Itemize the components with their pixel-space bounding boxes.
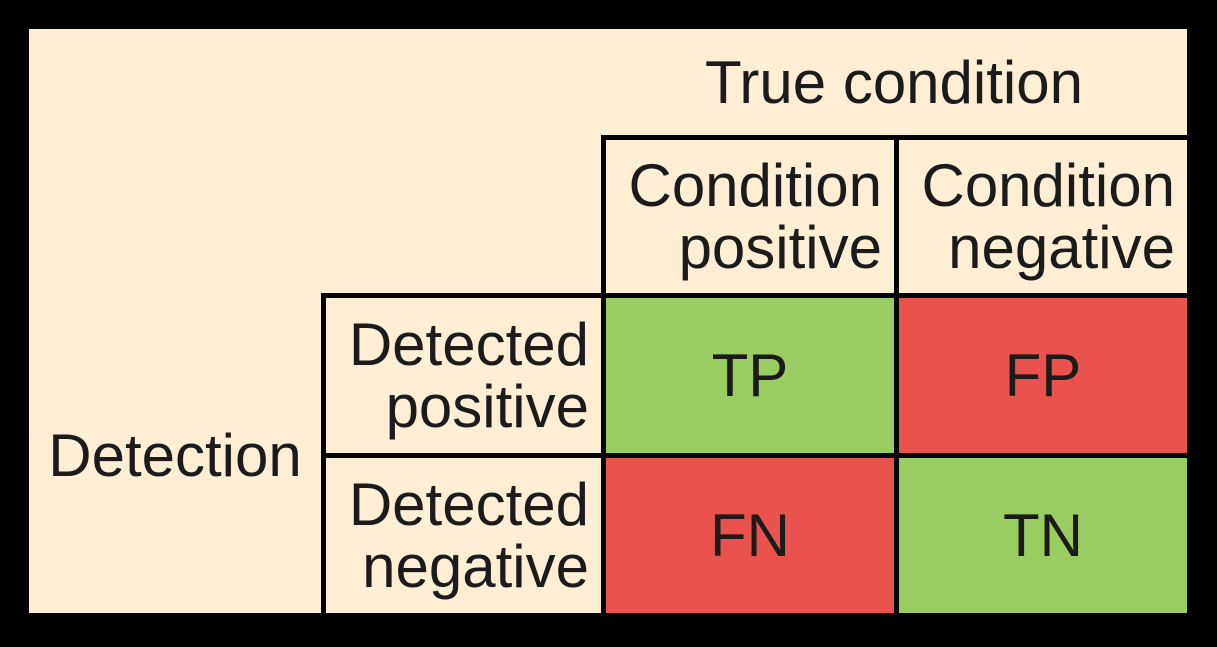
column-header-line: Condition <box>921 151 1175 219</box>
row-header-detected-positive: Detected positive <box>326 298 601 453</box>
true-negative-cell: TN <box>899 458 1187 613</box>
grid-line-horizontal-top <box>601 135 1187 140</box>
row-header-detected-negative: Detected negative <box>326 458 601 613</box>
true-positive-label: TP <box>711 342 789 409</box>
column-axis-title: True condition <box>705 48 1083 116</box>
column-header-line: negative <box>948 213 1175 281</box>
row-header-line: Detected <box>348 310 589 378</box>
row-header-line: Detected <box>348 470 589 538</box>
true-positive-cell: TP <box>606 298 894 453</box>
column-header-condition-positive: Condition positive <box>606 140 894 293</box>
false-negative-label: FN <box>710 502 790 569</box>
grid-line-vertical-right <box>894 135 899 613</box>
column-header-line: Condition <box>628 151 882 219</box>
column-header-line: positive <box>678 213 882 281</box>
grid-line-horizontal-middle <box>321 293 1187 298</box>
diagram-panel: True condition Detection Condition posit… <box>29 29 1187 613</box>
grid-line-horizontal-bottom <box>321 453 1187 458</box>
false-positive-cell: FP <box>899 298 1187 453</box>
false-negative-cell: FN <box>606 458 894 613</box>
false-positive-label: FP <box>1004 342 1082 409</box>
row-header-line: positive <box>385 372 589 440</box>
column-header-condition-negative: Condition negative <box>899 140 1187 293</box>
grid-line-vertical-middle <box>601 135 606 613</box>
row-header-line: negative <box>362 532 589 600</box>
row-axis-title: Detection <box>48 422 302 489</box>
true-negative-label: TN <box>1003 502 1083 569</box>
